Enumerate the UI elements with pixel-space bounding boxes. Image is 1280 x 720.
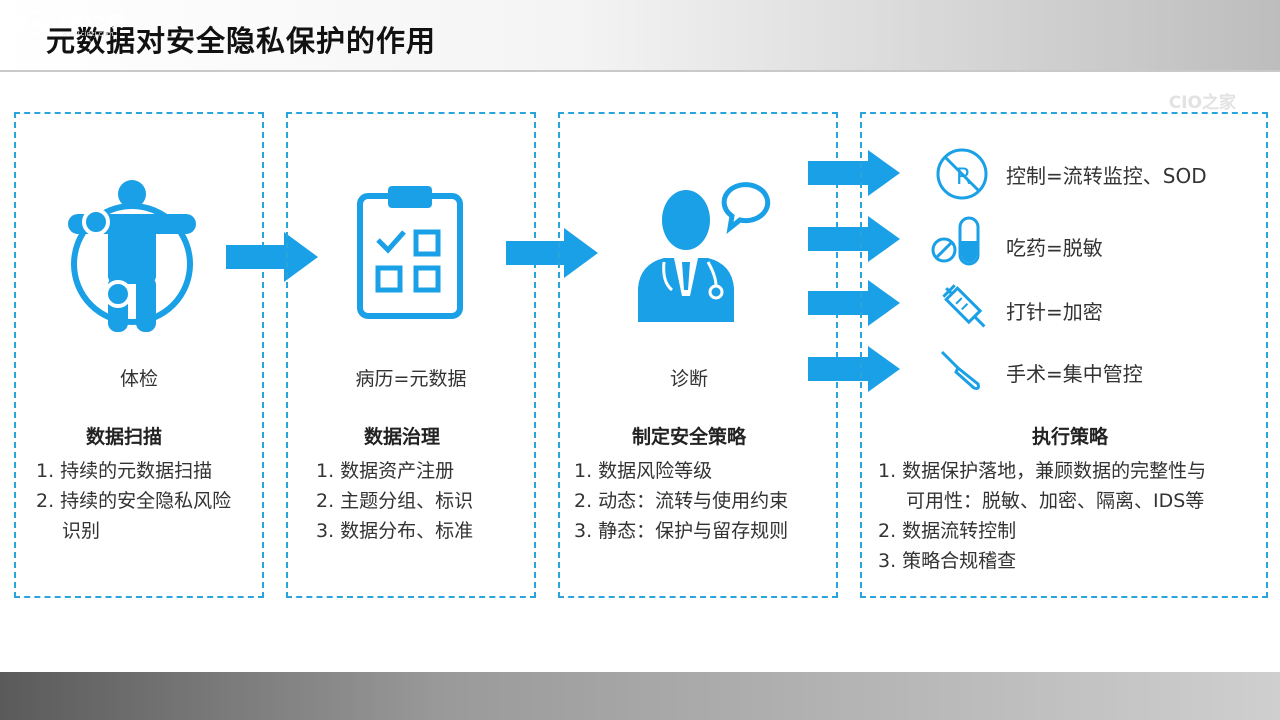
- pills-icon: [930, 214, 986, 274]
- clipboard-checklist-icon: [352, 182, 468, 326]
- panel-policy-heading: 制定安全策略: [631, 426, 746, 448]
- doctor-icon: [634, 178, 784, 328]
- flow-arrow: [808, 280, 902, 330]
- panel-governance-item: 1. 数据资产注册: [316, 460, 455, 482]
- panel-governance-item: 3. 数据分布、标准: [316, 520, 474, 542]
- panel-scan-caption: 体检: [119, 368, 158, 390]
- panel-scan-item: 2. 持续的安全隐私风险: [36, 490, 232, 512]
- action-label: 控制=流转监控、SOD: [1006, 164, 1207, 188]
- panel-execute-item: 1. 数据保护落地，兼顾数据的完整性与: [878, 460, 1207, 482]
- cio-logo-icon: [22, 10, 48, 36]
- footer-brand: CIO之家: [60, 12, 124, 31]
- flow-arrow: [808, 150, 902, 200]
- panel-scan-item: 识别: [62, 520, 101, 542]
- syringe-icon: [938, 280, 994, 340]
- footer-url: www.ciozj.com: [62, 30, 114, 38]
- action-label: 打针=加密: [1006, 300, 1103, 324]
- panel-scan-heading: 数据扫描: [85, 426, 162, 448]
- panel-policy-item: 1. 数据风险等级: [574, 460, 713, 482]
- panel-policy-item: 2. 动态：流转与使用约束: [574, 490, 789, 512]
- panel-policy-caption: 诊断: [669, 368, 708, 390]
- panel-policy-item: 3. 静态：保护与留存规则: [574, 520, 789, 542]
- header-divider: [0, 70, 1280, 72]
- body-checkup-icon: [62, 176, 202, 340]
- panel-execute-item: 3. 策略合规稽查: [878, 550, 1017, 572]
- panel-governance-caption: 病历=元数据: [355, 368, 467, 390]
- panel-execute-heading: 执行策略: [1031, 426, 1108, 448]
- panel-execute-item: 可用性：脱敏、加密、隔离、IDS等: [906, 490, 1205, 512]
- panel-governance-item: 2. 主题分组、标识: [316, 490, 474, 512]
- action-label: 手术=集中管控: [1006, 362, 1143, 386]
- panel-execute-item: 2. 数据流转控制: [878, 520, 1017, 542]
- flow-arrow: [808, 346, 902, 396]
- header-bar: [0, 0, 1280, 72]
- svg-text:R: R: [956, 165, 971, 190]
- flow-arrow: [226, 232, 320, 286]
- flow-arrow: [506, 228, 600, 282]
- page-title: 元数据对安全隐私保护的作用: [46, 24, 437, 58]
- scalpel-icon: [934, 344, 990, 404]
- no-prescription-icon: R: [934, 146, 990, 206]
- panel-execute: [860, 112, 1268, 598]
- panel-governance: [286, 112, 536, 598]
- panel-scan-item: 1. 持续的元数据扫描: [36, 460, 213, 482]
- panel-scan: [14, 112, 264, 598]
- flow-arrow: [808, 216, 902, 266]
- watermark: CIO之家: [1168, 93, 1236, 113]
- panel-policy: [558, 112, 838, 598]
- panel-governance-heading: 数据治理: [363, 426, 440, 448]
- footer-bar: [0, 672, 1280, 720]
- action-label: 吃药=脱敏: [1006, 236, 1103, 260]
